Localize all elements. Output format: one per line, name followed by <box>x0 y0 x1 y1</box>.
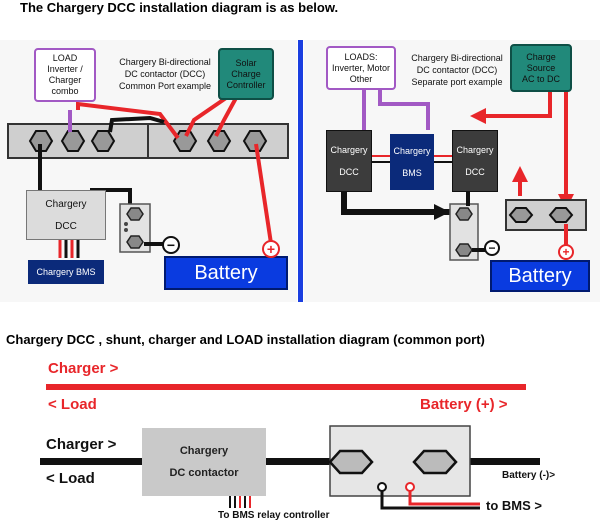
left-load-label: LOAD Inverter / Charger combo <box>47 53 83 96</box>
right-battery: Battery <box>490 260 590 292</box>
bms-relay-label: To BMS relay controller <box>218 510 330 521</box>
left-wiring <box>7 96 289 258</box>
bottom-diagram: Charger > < Load Battery (+) > Charger >… <box>0 356 600 526</box>
bottom-dcc-line2: DC contactor <box>169 467 239 479</box>
bottom-dcc-box: Chargery DC contactor <box>142 428 266 496</box>
left-load-box: LOAD Inverter / Charger combo <box>34 48 96 102</box>
right-charge-label: Charge Source AC to DC <box>521 51 560 84</box>
top-title: The Chargery DCC installation diagram is… <box>20 0 339 15</box>
right-neg-terminal: − <box>484 240 500 256</box>
battery-pos-label: Battery (+) > <box>420 396 508 413</box>
left-pos-terminal: + <box>262 240 280 258</box>
left-dcc-label: Chargery DCC <box>45 198 87 232</box>
right-load-box: LOADS: Inverter, Motor Other <box>326 46 396 90</box>
right-wiring <box>341 88 587 261</box>
left-bms-box: Chargery BMS <box>28 260 104 284</box>
right-bms-box: Chargery BMS <box>390 134 434 190</box>
right-dcc-left-label: Chargery DCC <box>330 144 368 177</box>
left-solar-label: Solar Charge Controller <box>226 57 266 90</box>
right-pos-terminal: + <box>558 244 574 260</box>
right-dcc-caption: Chargery Bi-directional DC contactor (DC… <box>411 53 503 87</box>
right-dcc-left-box: Chargery DCC <box>326 130 372 192</box>
right-dcc-right-box: Chargery DCC <box>452 130 498 192</box>
right-dcc-right-label: Chargery DCC <box>456 144 494 177</box>
bottom-dcc-line1: Chargery <box>179 445 229 457</box>
load-red-label: < Load <box>48 396 97 413</box>
bottom-title: Chargery DCC , shunt, charger and LOAD i… <box>6 332 485 347</box>
to-bms-label: to BMS > <box>486 498 542 513</box>
left-bms-label: Chargery BMS <box>36 266 96 277</box>
left-diagram: LOAD Inverter / Charger combo Chargery B… <box>0 40 297 302</box>
charger-red-label: Charger > <box>48 360 119 377</box>
diagram-divider <box>298 40 303 302</box>
right-diagram: LOADS: Inverter, Motor Other Chargery Bi… <box>304 40 600 302</box>
left-battery: Battery <box>164 256 288 290</box>
right-charge-box: Charge Source AC to DC <box>510 44 572 92</box>
battery-neg-label: Battery (-)> <box>502 470 556 481</box>
charger-black-label: Charger > <box>46 436 117 453</box>
left-solar-box: Solar Charge Controller <box>218 48 274 100</box>
right-bms-label: Chargery BMS <box>393 145 431 178</box>
bottom-wiring <box>40 384 540 510</box>
left-neg-terminal: − <box>162 236 180 254</box>
left-dcc-caption: Chargery Bi-directional DC contactor (DC… <box>118 57 212 91</box>
load-black-label: < Load <box>46 470 95 487</box>
left-bolt-1 <box>28 130 268 152</box>
right-load-label: LOADS: Inverter, Motor Other <box>331 51 391 84</box>
left-dcc-box: Chargery DCC <box>26 190 106 240</box>
